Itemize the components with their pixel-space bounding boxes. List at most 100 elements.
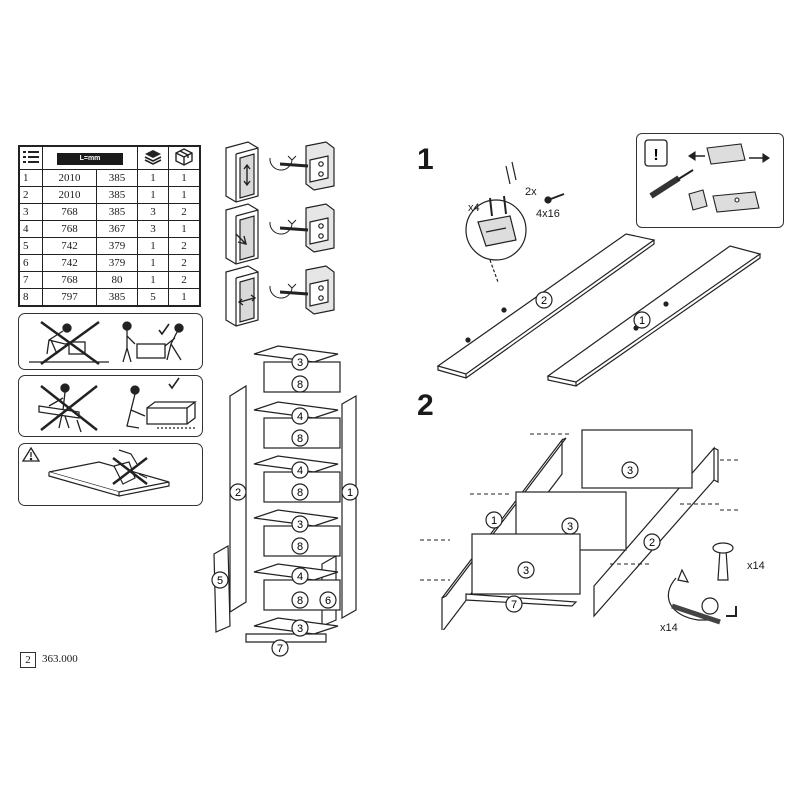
length-header: L=mm <box>42 145 138 170</box>
exploded-callout-text: 4 <box>297 571 303 583</box>
parts-cell-pack: 1 <box>168 169 201 187</box>
document-code: 363.000 <box>42 653 78 665</box>
parts-cell-qty: 3 <box>137 220 169 238</box>
parts-cell-length: 742 <box>42 254 97 272</box>
exploded-callout-text: 4 <box>297 411 303 423</box>
lifting-illustration <box>29 320 184 366</box>
page-number: 2 <box>20 652 36 668</box>
parts-cell-width: 80 <box>95 271 139 289</box>
exploded-callout: 8 <box>291 375 309 393</box>
cam-qty-label: x14 <box>660 622 678 634</box>
stack-icon <box>137 145 169 170</box>
handling-panel-lifting <box>18 313 203 370</box>
exploded-callout: 2 <box>229 483 247 501</box>
parts-cell-width: 385 <box>95 288 139 307</box>
parts-cell-width: 379 <box>95 254 139 272</box>
hinge-adjust-depth <box>225 203 335 265</box>
exploded-callout-text: 8 <box>297 379 303 391</box>
parts-cell-length: 742 <box>42 237 97 255</box>
parts-cell-length: 768 <box>42 203 97 221</box>
step2-callout-text: 2 <box>649 537 655 549</box>
parts-cell-pack: 2 <box>168 271 201 289</box>
parts-cell-width: 367 <box>95 220 139 238</box>
parts-cell-pack: 2 <box>168 254 201 272</box>
screw-qty-label: 2x <box>525 186 537 198</box>
panel-2-callout: 2 <box>535 291 553 309</box>
dowel-qty-label: x14 <box>747 560 765 572</box>
exploded-callout: 4 <box>291 407 309 425</box>
exploded-callout-text: 8 <box>297 487 303 499</box>
parts-cell-pack: 2 <box>168 237 201 255</box>
step2-callout: 3 <box>517 561 535 579</box>
parts-cell-pack: 1 <box>168 186 201 204</box>
parts-cell-part: 7 <box>18 271 43 289</box>
step2-callout: 7 <box>505 595 523 613</box>
step2-callout-text: 1 <box>491 515 497 527</box>
warning-triangle-icon <box>21 446 41 462</box>
step2-callout: 2 <box>643 533 661 551</box>
parts-cell-length: 2010 <box>42 186 97 204</box>
handling-panel-warning <box>18 443 203 506</box>
exploded-callout: 8 <box>291 537 309 555</box>
exploded-callout: 4 <box>291 567 309 585</box>
exploded-callout-text: 2 <box>235 487 241 499</box>
exploded-callout: 5 <box>211 571 229 589</box>
parts-cell-part: 3 <box>18 203 43 221</box>
ruler-icon: L=mm <box>57 153 123 165</box>
exploded-callout: 1 <box>341 483 359 501</box>
exploded-callout-text: 3 <box>297 357 303 369</box>
door-5 <box>213 544 231 633</box>
step2-callout-text: 3 <box>523 565 529 577</box>
parts-cell-length: 797 <box>42 288 97 307</box>
length-label: L=mm <box>79 155 101 162</box>
parts-cell-part: 8 <box>18 288 43 307</box>
parts-cell-width: 385 <box>95 203 139 221</box>
parts-cell-part: 4 <box>18 220 43 238</box>
parts-cell-part: 2 <box>18 186 43 204</box>
exploded-callout: 6 <box>319 591 337 609</box>
exploded-callout: 3 <box>291 619 309 637</box>
hinge-qty-label: x4 <box>468 202 480 214</box>
panel-1-label: 1 <box>639 315 645 327</box>
exploded-callout: 3 <box>291 515 309 533</box>
parts-cell-length: 2010 <box>42 169 97 187</box>
parts-cell-qty: 5 <box>137 288 169 307</box>
exploded-callout-text: 7 <box>277 643 283 655</box>
list-icon <box>18 145 43 170</box>
exploded-callout-text: 5 <box>217 575 223 587</box>
panel-1-callout: 1 <box>633 311 651 329</box>
box-icon <box>168 145 201 170</box>
parts-cell-part: 5 <box>18 237 43 255</box>
step2-callout-text: 3 <box>567 521 573 533</box>
shelf-top <box>581 429 693 489</box>
step2-callout: 1 <box>485 511 503 529</box>
parts-cell-qty: 1 <box>137 186 169 204</box>
exploded-callout-text: 6 <box>325 595 331 607</box>
parts-cell-part: 6 <box>18 254 43 272</box>
exploded-callout: 4 <box>291 461 309 479</box>
hinge-adjust-vertical <box>225 141 335 203</box>
exploded-callout-text: 3 <box>297 519 303 531</box>
parts-cell-qty: 1 <box>137 237 169 255</box>
hinge-clip-info-box: ! <box>636 133 784 228</box>
exploded-callout: 8 <box>291 591 309 609</box>
exploded-callout: 8 <box>291 483 309 501</box>
exploded-callout-text: 8 <box>297 595 303 607</box>
parts-cell-length: 768 <box>42 220 97 238</box>
step-1-number: 1 <box>417 143 434 176</box>
parts-cell-qty: 1 <box>137 254 169 272</box>
parts-cell-qty: 1 <box>137 169 169 187</box>
parts-cell-pack: 1 <box>168 288 201 307</box>
hinge-adjust-horizontal <box>225 265 335 327</box>
exploded-callout-text: 3 <box>297 623 303 635</box>
